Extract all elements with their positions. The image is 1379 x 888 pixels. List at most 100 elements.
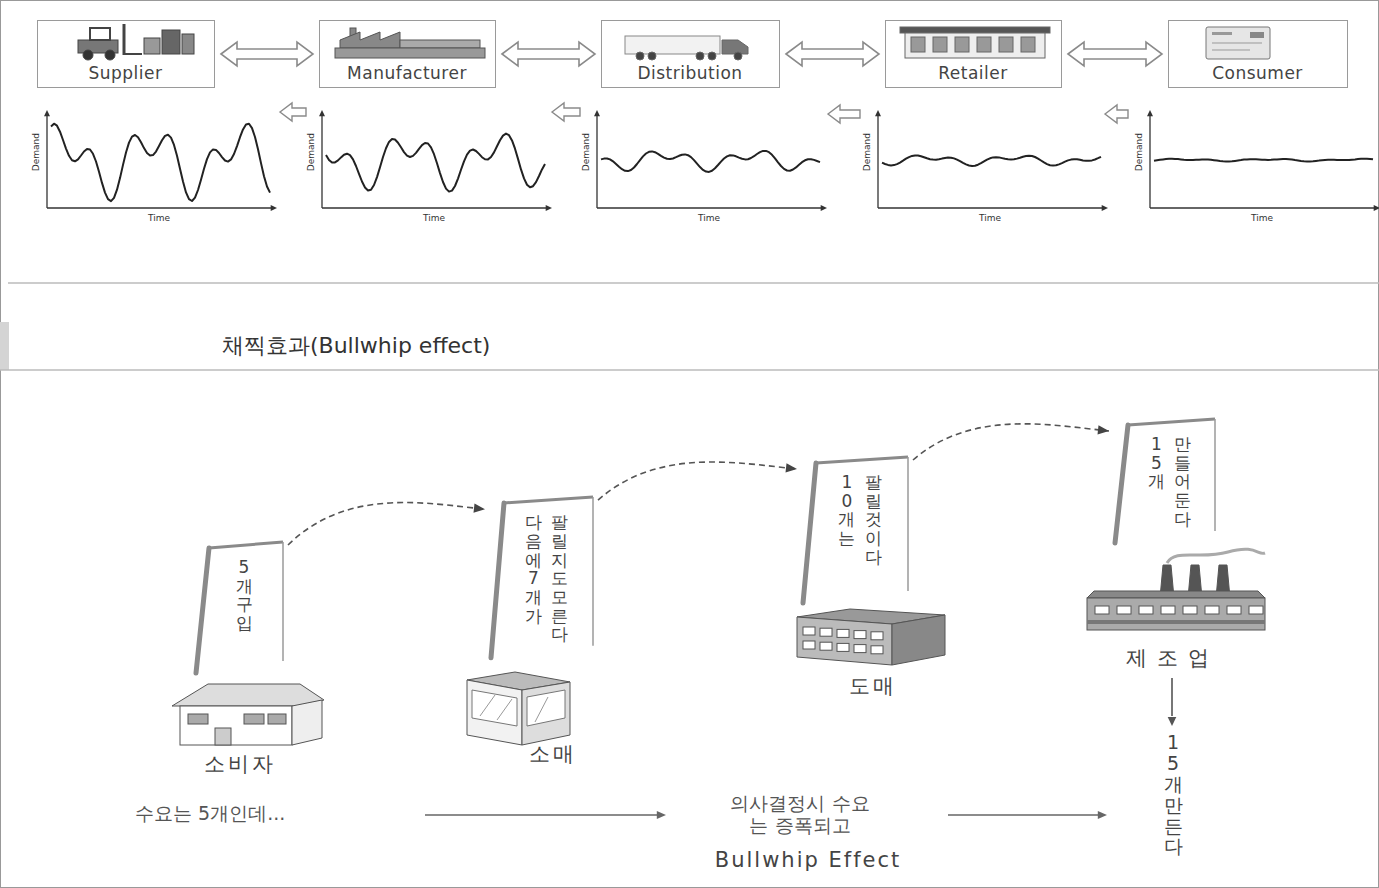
dashed-arrow xyxy=(288,503,485,545)
building-windows xyxy=(803,627,883,654)
demand-curve xyxy=(601,151,820,172)
forklift-icon xyxy=(83,50,93,60)
store-icon xyxy=(905,33,1045,58)
axis-label: Demand xyxy=(31,133,41,171)
factory-illustration xyxy=(1087,549,1265,630)
truck-icon xyxy=(734,52,742,60)
wholesale-building-illustration xyxy=(797,609,945,665)
house-illustration xyxy=(244,714,264,724)
double-arrow xyxy=(786,42,879,66)
sign-board: 10개는 팔릴것이다 xyxy=(800,455,910,605)
chart-axis xyxy=(47,207,271,208)
truck-icon xyxy=(696,52,704,60)
axis-arrow xyxy=(546,205,552,211)
axis-arrow xyxy=(875,110,881,116)
axis-arrow xyxy=(821,205,827,211)
axis-arrow xyxy=(1147,110,1153,116)
demand-chart xyxy=(594,110,827,211)
chart-axis xyxy=(46,116,47,208)
hollow-arrow xyxy=(280,103,306,121)
sign-edge xyxy=(907,457,909,591)
forklift-icon xyxy=(105,50,115,60)
factory-illustration xyxy=(1087,598,1265,630)
axis-arrow xyxy=(271,205,277,211)
stage-name: Supplier xyxy=(88,63,162,83)
stage-name: Distribution xyxy=(637,63,742,83)
card-icon xyxy=(1212,50,1250,51)
flow-connector xyxy=(913,424,1109,460)
demand-chart xyxy=(44,110,277,211)
store-icon xyxy=(900,27,1050,33)
sign-edge xyxy=(196,548,209,673)
sign-edge xyxy=(282,542,284,661)
axis-label: Demand xyxy=(306,133,316,171)
flow-arrowhead xyxy=(1098,811,1107,819)
truck-icon xyxy=(648,52,656,60)
axis-label: Time xyxy=(423,213,445,223)
store-icon xyxy=(955,37,969,52)
down-arrow xyxy=(1171,678,1173,716)
chain-stage-box: Manufacturer xyxy=(319,20,496,88)
forklift-icon xyxy=(124,53,142,55)
sign-text: 5개 구입 xyxy=(234,558,255,633)
retail-store-illustration xyxy=(467,672,570,745)
flow-connector xyxy=(1068,42,1162,66)
demand-curve xyxy=(51,124,270,201)
sign-board: 다음에 7개가 팔릴지도 모른다 xyxy=(488,495,595,660)
window xyxy=(803,641,815,649)
axis-label: Time xyxy=(148,213,170,223)
sign-edge xyxy=(504,497,593,503)
axis-arrow xyxy=(594,110,600,116)
card-icon xyxy=(1212,43,1262,44)
flow-connector xyxy=(288,503,485,545)
text-column: 다음에 7개가 xyxy=(525,513,542,625)
text-column: 팔릴것이다 xyxy=(865,473,882,566)
chart-axis xyxy=(597,207,821,208)
window xyxy=(1095,606,1109,614)
store-icon xyxy=(1021,37,1035,52)
sign-edge xyxy=(1128,419,1215,425)
store-icon xyxy=(911,37,925,52)
chart-axis xyxy=(1149,116,1150,208)
window xyxy=(1183,606,1197,614)
forklift-icon xyxy=(78,24,194,60)
factory-icon xyxy=(335,28,485,58)
down-arrowhead xyxy=(1168,717,1177,726)
retail-store-illustration xyxy=(480,695,495,716)
window xyxy=(871,632,883,640)
axis-arrow xyxy=(319,110,325,116)
axis-label: Demand xyxy=(862,133,872,171)
flow-arrow xyxy=(948,814,1098,815)
dashed-arrow xyxy=(598,462,797,500)
hollow-arrow xyxy=(552,103,580,121)
card-icon xyxy=(1206,27,1270,59)
stage-name: Manufacturer xyxy=(347,63,467,83)
flow-text: 수요는 5개인데... xyxy=(135,803,285,825)
store-icon xyxy=(900,27,1050,58)
sign-board: 15개 만들어둔다 xyxy=(1112,417,1217,545)
chart-axis xyxy=(1150,207,1374,208)
chart-axis xyxy=(322,207,546,208)
side-band xyxy=(0,322,9,370)
arrowhead xyxy=(1098,425,1110,434)
window xyxy=(871,646,883,654)
window xyxy=(820,642,832,650)
window xyxy=(1249,606,1263,614)
card-icon xyxy=(1206,27,1270,59)
chain-stage-box: Distribution xyxy=(601,20,780,88)
factory-illustration xyxy=(1087,620,1265,624)
effect-label: Bullwhip Effect xyxy=(715,848,901,872)
window xyxy=(1227,606,1241,614)
sign-text: 다음에 7개가 팔릴지도 모른다 xyxy=(523,513,570,644)
building-label: 도매 xyxy=(849,674,897,698)
caption: 채찍효과(Bullwhip effect) xyxy=(222,333,490,358)
retail-store-illustration xyxy=(535,697,548,722)
flow-connector xyxy=(598,462,797,500)
house-illustration xyxy=(172,684,324,745)
demand-curve xyxy=(1154,159,1373,162)
window xyxy=(1205,606,1219,614)
building-label: 제조업 xyxy=(1126,646,1219,670)
window xyxy=(803,627,815,635)
axis-label: Time xyxy=(698,213,720,223)
retail-store-illustration xyxy=(527,690,565,726)
